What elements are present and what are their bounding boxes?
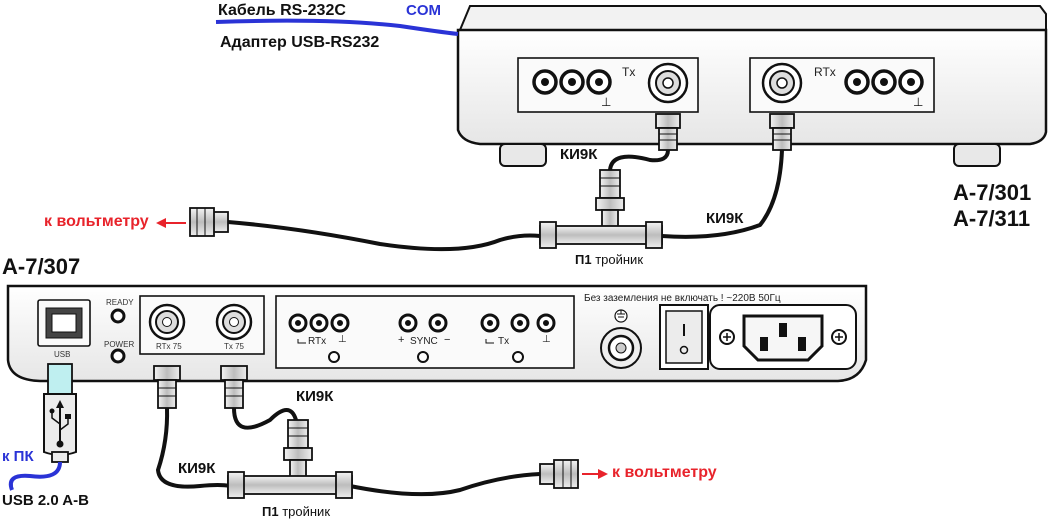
- rtx75-label: RTx 75: [156, 342, 182, 351]
- rtx-group-label: RTx: [308, 336, 327, 347]
- power-switch: [659, 304, 709, 370]
- to-pc-label: к ПК: [2, 448, 34, 465]
- top-voltmeter-plug: [189, 207, 229, 237]
- sync-group-label: SYNC: [410, 336, 438, 347]
- bottom-tee: [227, 459, 353, 499]
- bottom-cable-tx75: [232, 407, 298, 430]
- top-cable-voltmeter: [227, 220, 541, 252]
- top-plug-tx: [655, 113, 681, 151]
- bottom-tee-vertical-plug: [283, 419, 313, 461]
- power-label: POWER: [104, 340, 135, 349]
- power-socket: [709, 304, 857, 370]
- usb-port-label: USB: [54, 350, 71, 359]
- jack-row: [288, 313, 556, 363]
- jack-panel: [275, 295, 575, 369]
- tx75-label: Tx 75: [224, 342, 245, 351]
- top-tee-label-bold: П1: [575, 252, 592, 267]
- usb-plug: [43, 363, 77, 463]
- bottom-plug-rtx75: [153, 365, 181, 409]
- top-tx-label: Tx: [622, 65, 636, 79]
- top-ki9k-label-left: КИ9К: [560, 146, 598, 163]
- top-device: ⊥ ⊥: [456, 5, 1048, 167]
- top-device-top-face: [458, 5, 1047, 31]
- sync-minus-label: −: [444, 334, 451, 346]
- bottom-to-voltmeter-label: к вольтметру: [612, 464, 717, 481]
- model-a7-301: А-7/301: [953, 180, 1032, 205]
- top-cable-tx: [608, 149, 670, 171]
- rs232-cable-label: Кабель RS-232C: [218, 2, 346, 19]
- bottom-voltmeter-plug: [539, 459, 579, 489]
- usb-cable: [8, 461, 62, 491]
- top-bnc-rtx: [761, 62, 803, 104]
- bottom-cable-rtx75: [155, 407, 231, 489]
- top-tee: [539, 209, 663, 249]
- com-label: COM: [406, 2, 441, 19]
- top-cable-rtx: [661, 149, 784, 239]
- bottom-device: [6, 284, 868, 383]
- top-to-voltmeter-label: к вольтметру: [44, 213, 149, 230]
- top-bnc-tx: [647, 62, 689, 104]
- bottom-cable-voltmeter: [349, 472, 541, 497]
- ground-terminal: [600, 309, 642, 369]
- model-a7-307: А-7/307: [2, 254, 81, 279]
- bottom-ki9k-label-left: КИ9К: [178, 460, 216, 477]
- model-a7-311: А-7/311: [953, 206, 1031, 231]
- rtx-ground-symbol: ⊥: [338, 334, 347, 345]
- svg-text:⊥: ⊥: [601, 95, 611, 109]
- bottom-tee-label-rest: тройник: [282, 504, 331, 519]
- tx-group-label: Tx: [498, 336, 510, 347]
- power-led: [110, 348, 126, 364]
- ready-label: READY: [106, 298, 134, 307]
- bnc-rtx75: [148, 303, 186, 341]
- top-rtx-label: RTx: [814, 65, 836, 79]
- usb-cable-label: USB 2.0 A-B: [2, 492, 89, 509]
- svg-text:⊥: ⊥: [913, 95, 923, 109]
- bottom-tee-label: П1 тройник: [262, 504, 330, 519]
- top-jacks-right: ⊥: [844, 69, 924, 109]
- com-cable: [215, 18, 459, 36]
- top-tee-label-rest: тройник: [595, 252, 644, 267]
- tx-ground-symbol: ⊥: [542, 334, 551, 345]
- top-tee-vertical-plug: [595, 169, 625, 211]
- bottom-red-arrow: [582, 469, 608, 479]
- bnc-tx75: [215, 303, 253, 341]
- top-red-arrow: [156, 218, 186, 228]
- top-ki9k-label-right: КИ9К: [706, 210, 744, 227]
- top-tee-label: П1 тройник: [575, 252, 643, 267]
- top-device-foot-right: [953, 143, 1001, 167]
- bottom-ki9k-label-top: КИ9К: [296, 388, 334, 405]
- grounding-warning: Без заземления не включать ! ~220В 50Гц: [584, 293, 781, 304]
- sync-plus-label: +: [398, 334, 405, 346]
- top-plug-rtx: [769, 113, 795, 151]
- top-jacks-left: ⊥: [532, 69, 612, 109]
- usb-rs232-adapter-label: Адаптер USB-RS232: [220, 34, 380, 51]
- ready-led: [110, 308, 126, 324]
- bottom-tee-label-bold: П1: [262, 504, 279, 519]
- bottom-plug-tx75: [220, 365, 248, 409]
- top-device-foot-left: [499, 143, 547, 167]
